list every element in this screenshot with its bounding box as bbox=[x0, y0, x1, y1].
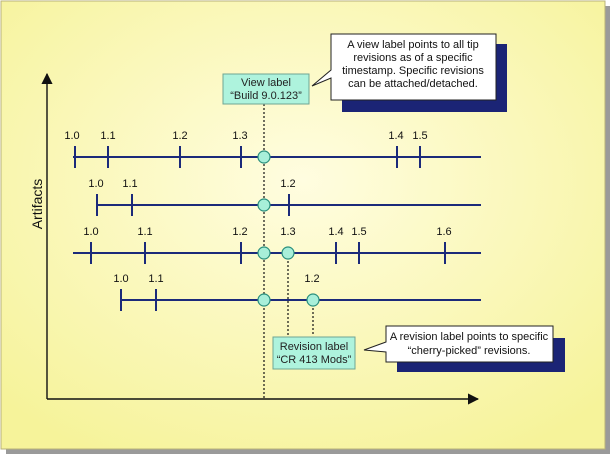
revision-number: 1.1 bbox=[148, 273, 163, 285]
revision-number: 1.2 bbox=[232, 226, 247, 238]
revision-number: 1.0 bbox=[88, 178, 103, 190]
y-axis-label: Artifacts bbox=[29, 179, 45, 230]
label-pointer-node bbox=[257, 198, 271, 212]
revision-label-line-2: “CR 413 Mods” bbox=[277, 354, 352, 366]
revision-label-callout: A revision label points to specific “che… bbox=[363, 325, 565, 372]
revision-number: 1.4 bbox=[328, 226, 343, 238]
view-callout-line-3: timestamp. Specific revisions bbox=[342, 65, 484, 77]
view-callout-line-1: A view label points to all tip bbox=[347, 39, 478, 51]
revision-number: 1.3 bbox=[280, 226, 295, 238]
revision-number: 1.2 bbox=[304, 273, 319, 285]
view-label-line-1: View label bbox=[241, 77, 291, 89]
revision-callout-line-1: A revision label points to specific bbox=[390, 331, 549, 343]
revision-callout-bubble bbox=[363, 325, 554, 363]
revision-number: 1.4 bbox=[388, 130, 403, 142]
label-pointer-node bbox=[257, 150, 271, 164]
view-label-box bbox=[222, 73, 310, 105]
revision-number: 1.6 bbox=[436, 226, 451, 238]
revision-number: 1.0 bbox=[64, 130, 79, 142]
revision-number: 1.5 bbox=[351, 226, 366, 238]
revision-label-line-1: Revision label bbox=[280, 341, 348, 353]
view-callout-line-4: can be attached/detached. bbox=[348, 78, 478, 90]
revision-number: 1.1 bbox=[100, 130, 115, 142]
label-pointer-node bbox=[257, 246, 271, 260]
label-pointer-node bbox=[281, 246, 295, 260]
revision-label: Revision label “CR 413 Mods” bbox=[272, 336, 356, 370]
revision-number: 1.5 bbox=[412, 130, 427, 142]
revision-number: 1.2 bbox=[280, 178, 295, 190]
label-pointer-node bbox=[306, 293, 320, 307]
view-label-callout: A view label points to all tip revisions… bbox=[311, 33, 507, 112]
revision-number: 1.3 bbox=[232, 130, 247, 142]
revision-label-box bbox=[272, 336, 356, 370]
view-label-line-2: “Build 9.0.123” bbox=[230, 90, 302, 102]
artifact-timelines: 1.0 1.1 1.2 1.3 1.4 1.5 1.0 1.1 1.2 1.0 1.1 1.2 1.3 1… bbox=[64, 130, 481, 311]
revision-number: 1.0 bbox=[113, 273, 128, 285]
revision-number: 1.1 bbox=[122, 178, 137, 190]
revision-number: 1.0 bbox=[83, 226, 98, 238]
view-callout-bubble bbox=[311, 33, 497, 101]
revision-callout-line-2: “cherry-picked” revisions. bbox=[408, 345, 531, 357]
revision-number: 1.1 bbox=[137, 226, 152, 238]
view-label: View label “Build 9.0.123” bbox=[222, 73, 310, 105]
view-callout-line-2: revisions as of a specific bbox=[353, 52, 473, 64]
diagram-frame bbox=[0, 0, 606, 450]
revision-number: 1.2 bbox=[172, 130, 187, 142]
label-pointer-node bbox=[257, 293, 271, 307]
